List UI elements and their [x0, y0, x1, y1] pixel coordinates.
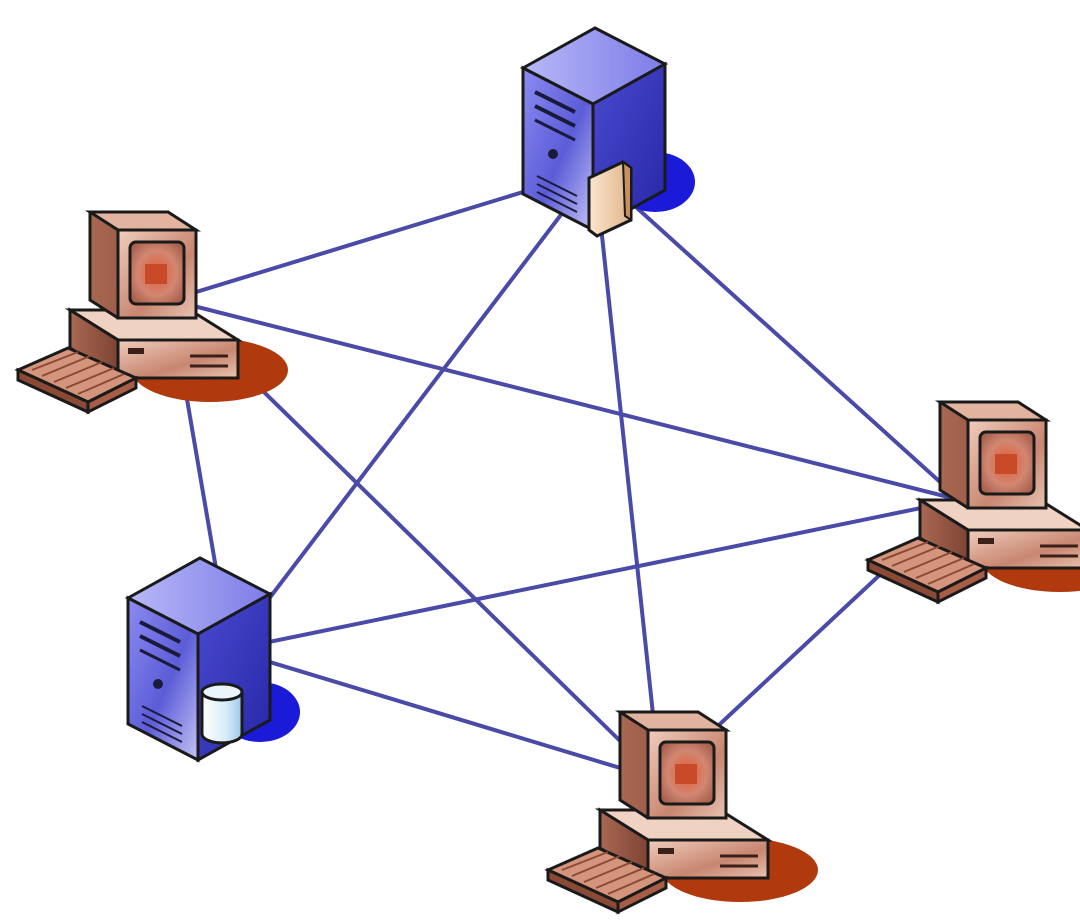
link-server-top-to-workstation-right — [593, 168, 962, 502]
database-icon — [200, 682, 244, 745]
link-workstation-left-to-workstation-right — [168, 298, 962, 502]
network-links — [168, 168, 962, 782]
link-server-bottom-left-to-workstation-bottom — [228, 648, 662, 782]
link-server-top-to-server-bottom-left — [228, 168, 597, 652]
link-server-bottom-left-to-workstation-right — [228, 498, 962, 652]
workstation-right[interactable] — [866, 400, 1080, 604]
workstation-bottom[interactable] — [546, 710, 820, 914]
link-server-top-to-workstation-bottom — [593, 168, 662, 782]
workstation-left[interactable] — [16, 210, 290, 414]
server-bottom-left[interactable] — [126, 556, 302, 762]
server-top[interactable] — [521, 26, 697, 238]
document-icon — [587, 159, 633, 238]
